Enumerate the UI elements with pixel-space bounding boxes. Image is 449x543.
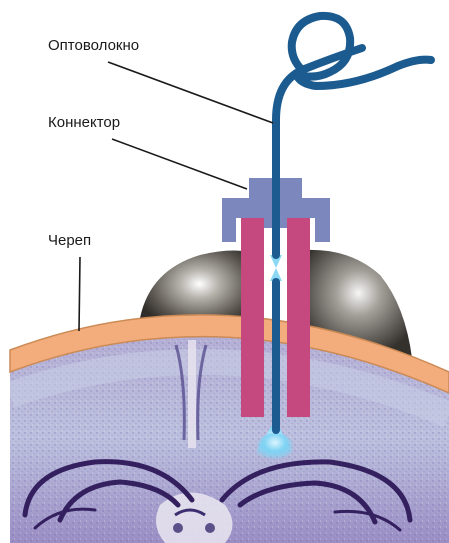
light-spot bbox=[257, 433, 293, 461]
label-skull: Череп bbox=[48, 232, 91, 249]
label-connector: Коннектор bbox=[48, 114, 120, 131]
label-optical-fiber: Оптоволокно bbox=[48, 37, 139, 54]
